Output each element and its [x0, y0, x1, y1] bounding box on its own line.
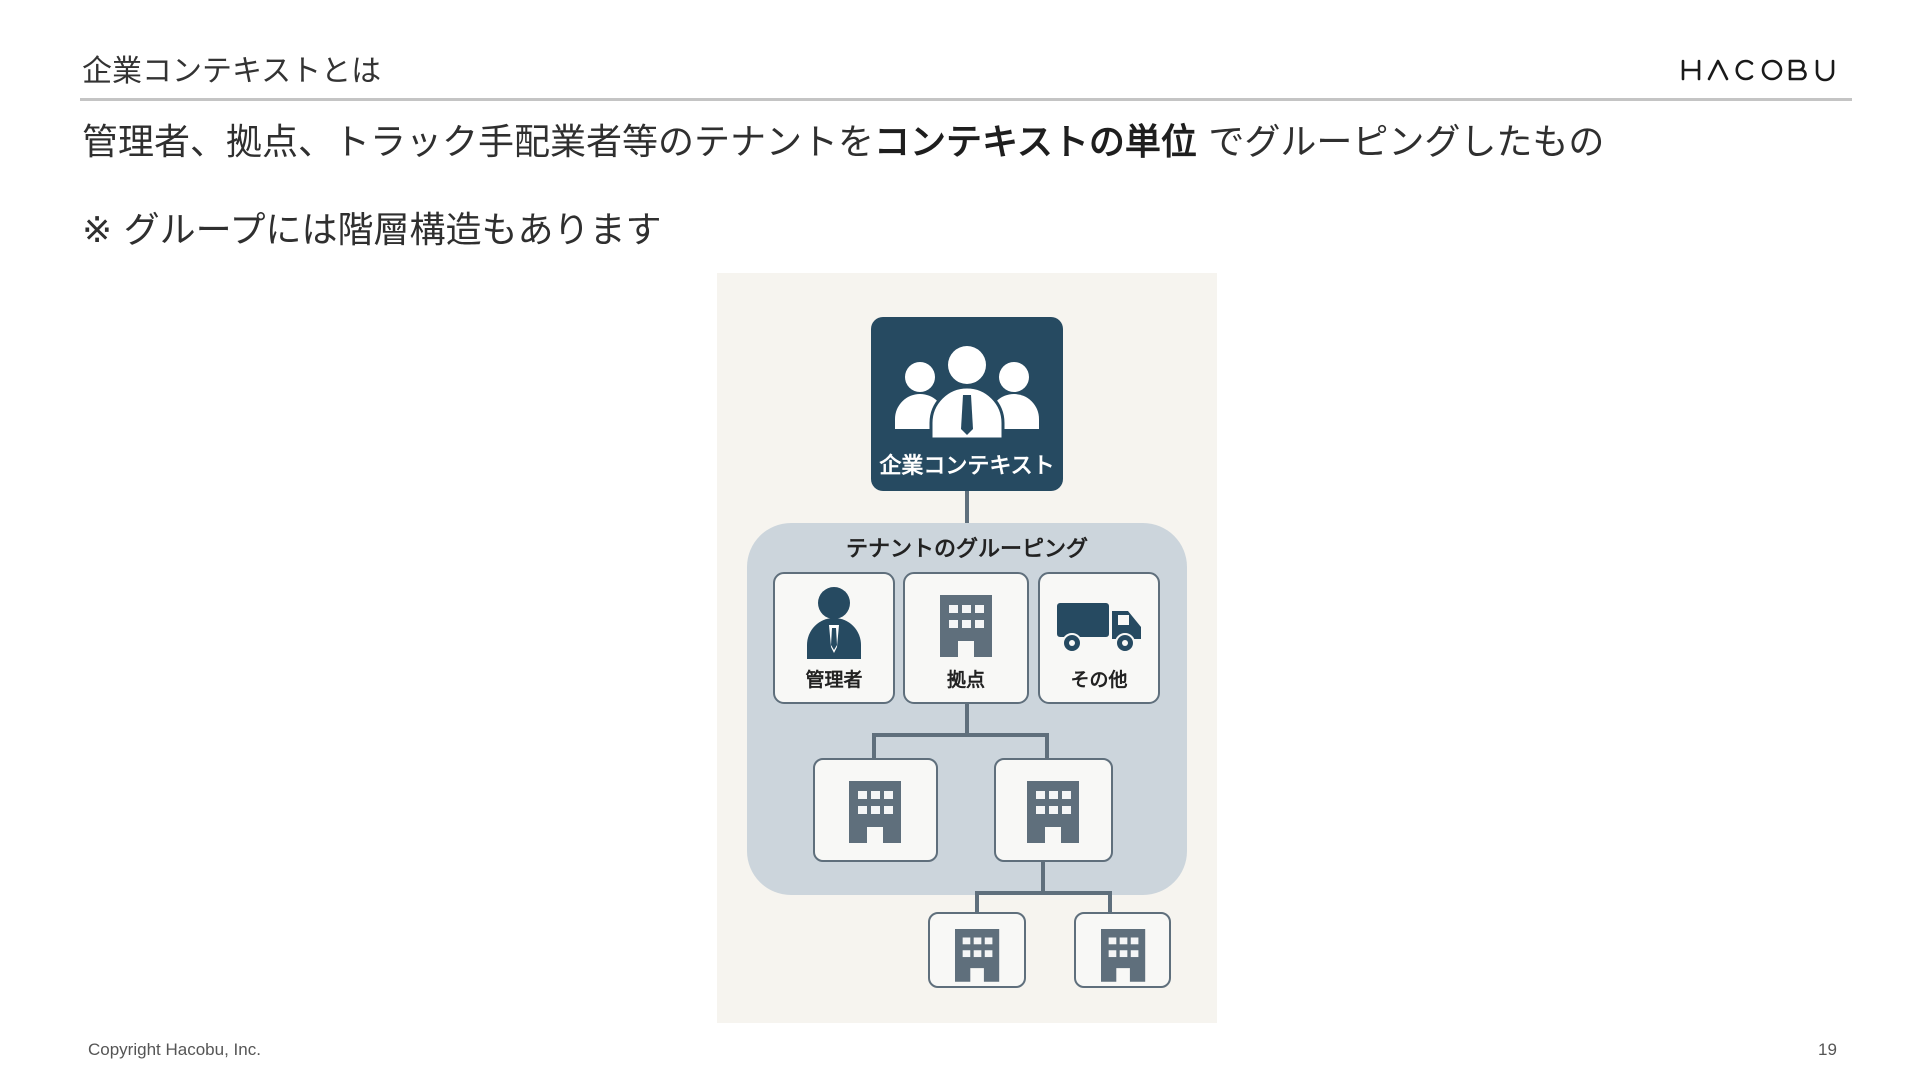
hierarchy-note: ※ グループには階層構造もあります [82, 210, 662, 251]
header-divider [80, 98, 1852, 101]
tenant-card-label: 拠点 [947, 668, 985, 691]
tenant-card-site: 拠点 [903, 572, 1029, 704]
hacobu-logo [1680, 58, 1852, 86]
hierarchy-connector [872, 703, 1049, 761]
lead-text-part: 管理者、拠点、トラック手配業者等のテナントを [82, 122, 875, 163]
child-site-card [994, 758, 1113, 862]
truck-icon [1057, 603, 1141, 653]
context-diagram: 企業コンテキスト テナントのグルーピング 管理者 拠点 [717, 273, 1217, 1023]
page-number: 19 [1818, 1040, 1837, 1059]
tenant-card-label: その他 [1070, 668, 1127, 691]
top-box-label: 企業コンテキスト [878, 453, 1054, 479]
copyright: Copyright Hacobu, Inc. [88, 1040, 261, 1059]
lead-text: 管理者、拠点、トラック手配業者等のテナントをコンテキストの単位 でグルーピングし… [82, 118, 1604, 168]
person-tie-icon [807, 587, 861, 659]
grandchild-site-card [1074, 912, 1171, 988]
team-icon [895, 346, 1039, 441]
child-site-card [813, 758, 938, 862]
tenant-card-admin: 管理者 [773, 572, 895, 704]
group-title: テナントのグルーピング [846, 536, 1088, 562]
lead-text-tail: でグルーピングしたもの [1196, 122, 1605, 163]
hierarchy-connector [975, 861, 1112, 913]
corporate-context-box: 企業コンテキスト [871, 317, 1063, 491]
lead-text-bold: コンテキストの単位 [874, 122, 1197, 163]
grandchild-site-card [928, 912, 1026, 988]
tenant-card-label: 管理者 [805, 668, 862, 691]
slide-title: 企業コンテキストとは [82, 54, 382, 89]
tenant-card-other: その他 [1038, 572, 1160, 704]
